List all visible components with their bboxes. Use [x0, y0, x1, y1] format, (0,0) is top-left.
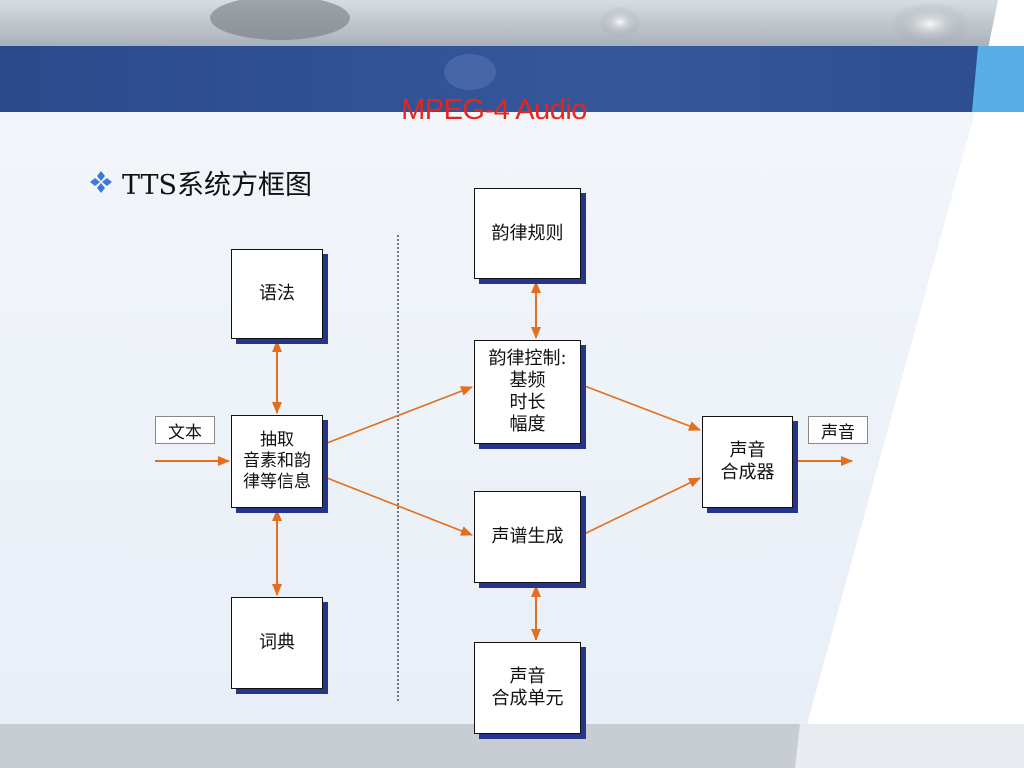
node-prosody-rules: 韵律规则 [474, 188, 581, 279]
node-dictionary: 词典 [231, 597, 323, 689]
node-prosody-rules-label: 韵律规则 [491, 222, 564, 244]
node-dictionary-label: 词典 [259, 632, 295, 654]
node-synthesizer: 声音 合成器 [702, 416, 793, 508]
node-prosody-control-label: 韵律控制: 基频 时长 幅度 [488, 348, 567, 435]
label-text-input: 文本 [155, 416, 215, 444]
node-prosody-control: 韵律控制: 基频 时长 幅度 [474, 340, 581, 444]
label-sound-output: 声音 [808, 416, 868, 444]
node-grammar-label: 语法 [259, 283, 295, 305]
node-synthesizer-label: 声音 合成器 [720, 440, 775, 483]
node-spectrum-gen-label: 声谱生成 [491, 526, 564, 548]
node-grammar: 语法 [231, 249, 323, 339]
edge-spectrum-to-synth [581, 477, 701, 536]
node-extract: 抽取 音素和韵 律等信息 [231, 415, 323, 508]
node-extract-label: 抽取 音素和韵 律等信息 [243, 430, 311, 492]
node-sound-units-label: 声音 合成单元 [491, 666, 564, 709]
bullet-text: TTS系统方框图 [122, 169, 313, 201]
edge-control-to-synth [581, 384, 701, 431]
diamond-bullet-icon [90, 171, 112, 193]
edge-extract-to-spectrum-gen [326, 477, 473, 536]
node-spectrum-gen: 声谱生成 [474, 491, 581, 583]
node-sound-units: 声音 合成单元 [474, 642, 581, 734]
edge-extract-to-prosody-control [326, 386, 473, 444]
slide-title: MPEG-4 Audio [401, 94, 587, 126]
bullet-item: TTS系统方框图 [88, 164, 313, 201]
label-text-input-text: 文本 [168, 422, 202, 443]
label-sound-output-text: 声音 [821, 422, 855, 443]
